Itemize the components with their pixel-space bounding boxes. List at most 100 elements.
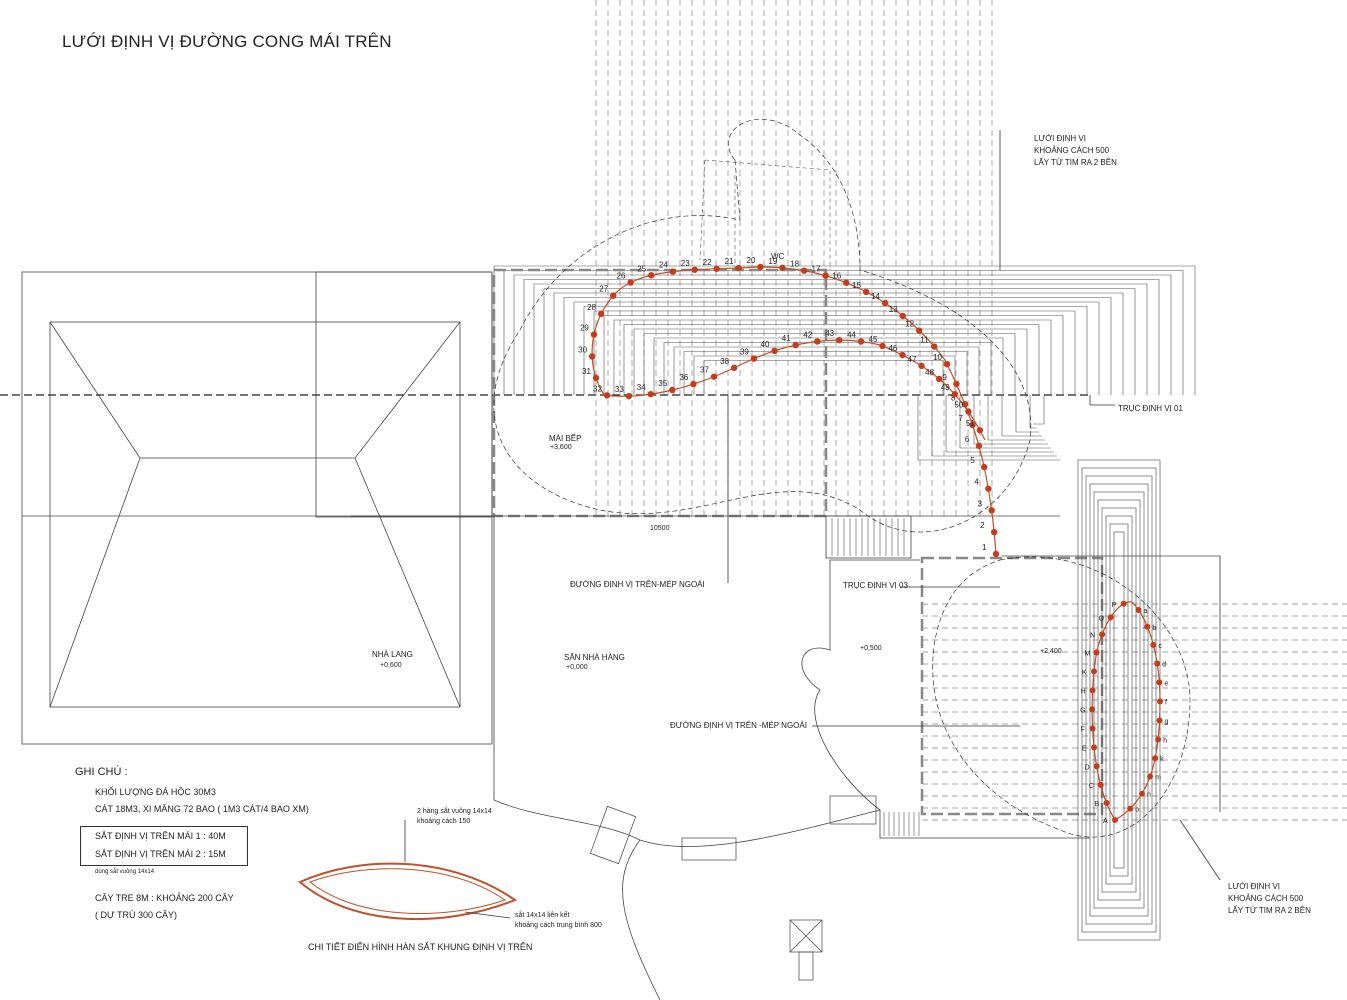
step-line bbox=[503, 270, 1184, 395]
point-24 bbox=[669, 268, 677, 275]
lpoint-C bbox=[1097, 781, 1104, 788]
point-47 bbox=[918, 362, 925, 370]
point-label-32: 32 bbox=[593, 384, 602, 393]
lpoint-M bbox=[1093, 649, 1100, 656]
step-line bbox=[633, 328, 1028, 395]
point-27 bbox=[610, 292, 617, 299]
point-22 bbox=[713, 265, 720, 272]
point-label-21: 21 bbox=[725, 257, 734, 266]
stepped-lines-upper bbox=[493, 265, 1196, 461]
point-label-6: 6 bbox=[965, 435, 970, 444]
upper-roof-curve bbox=[591, 266, 997, 555]
lpoint-g bbox=[1156, 717, 1163, 724]
weld-note-4: khoảng cách trung bình 800 bbox=[515, 922, 602, 929]
grid-note-top-3: LẤY TỪ TIM RA 2 BÊN bbox=[1034, 158, 1117, 167]
point-label-36: 36 bbox=[679, 373, 688, 382]
step-line bbox=[593, 310, 1076, 395]
nha-lang-level: +0,600 bbox=[380, 662, 402, 669]
point-29 bbox=[590, 331, 598, 338]
point-label-8: 8 bbox=[951, 393, 956, 402]
lpoint-label-h: h bbox=[1163, 737, 1167, 744]
lpoint-label-n: n bbox=[1147, 792, 1151, 799]
point-label-13: 13 bbox=[889, 305, 898, 314]
lpoint-N bbox=[1099, 631, 1106, 638]
point-label-19: 19 bbox=[768, 257, 777, 266]
step-line bbox=[1001, 395, 1042, 437]
ladder-step bbox=[1113, 531, 1125, 869]
notes-heading: GHI CHÚ : bbox=[75, 766, 128, 778]
point-37 bbox=[710, 373, 718, 380]
grid-note-top-1: LƯỚI ĐỊNH VỊ bbox=[1034, 134, 1086, 143]
lpoint-label-g: g bbox=[1165, 718, 1169, 725]
page-title: LƯỚI ĐỊNH VỊ ĐƯỜNG CONG MÁI TRÊN bbox=[62, 32, 392, 51]
lpoint-B bbox=[1103, 799, 1110, 806]
grid-note-bottom-3: LẤY TỪ TIM RA 2 BÊN bbox=[1228, 906, 1311, 915]
step-line bbox=[917, 395, 1060, 461]
step-line bbox=[613, 319, 1052, 395]
point-34 bbox=[647, 390, 654, 398]
lpoint-label-m: m bbox=[1155, 775, 1161, 782]
ladder-step bbox=[1085, 475, 1153, 925]
lpoint-G bbox=[1089, 706, 1096, 713]
point-36 bbox=[690, 380, 697, 388]
wc-label: WC bbox=[771, 252, 785, 261]
step-line bbox=[643, 333, 1016, 395]
lpoint-c bbox=[1150, 641, 1157, 648]
point-label-12: 12 bbox=[905, 320, 914, 329]
lpoint-label-b: b bbox=[1152, 625, 1156, 632]
point-41 bbox=[792, 341, 799, 349]
lpoint-label-H: H bbox=[1081, 688, 1086, 695]
dim-10500: 10500 bbox=[650, 525, 670, 532]
step-line bbox=[523, 279, 1160, 395]
point-label-48: 48 bbox=[925, 368, 934, 377]
point-label-24: 24 bbox=[659, 261, 668, 270]
point-15 bbox=[862, 288, 870, 296]
point-38 bbox=[730, 364, 738, 372]
point-label-38: 38 bbox=[720, 357, 729, 366]
step-line bbox=[563, 297, 1112, 395]
san-label: SÂN NHÀ HÀNG bbox=[564, 653, 625, 662]
point-42 bbox=[814, 338, 821, 345]
lower-roof-outline bbox=[920, 556, 1104, 816]
lpoint-k bbox=[1152, 755, 1159, 762]
step-line bbox=[945, 395, 1054, 453]
grid-note-bottom-1: LƯỚI ĐỊNH VỊ bbox=[1228, 882, 1280, 891]
point-1 bbox=[992, 550, 1000, 558]
lpoint-F bbox=[1089, 725, 1096, 732]
point-4 bbox=[985, 485, 992, 492]
cloud-outline-lower bbox=[932, 556, 1191, 838]
step-line bbox=[603, 315, 1064, 395]
point-18 bbox=[800, 267, 808, 274]
horizontal-grid-lower bbox=[922, 603, 1347, 821]
notes-line3: dùng sắt vuông 14x14 bbox=[95, 869, 155, 875]
point-label-7: 7 bbox=[958, 414, 963, 423]
point-label-46: 46 bbox=[888, 344, 897, 353]
point-12 bbox=[915, 327, 923, 334]
notes-box2: SẮT ĐỊNH VỊ TRÊN MÁI 2 : 15M bbox=[95, 849, 226, 859]
lower-roof-curve bbox=[1091, 601, 1161, 821]
lpoint-label-C: C bbox=[1089, 783, 1094, 790]
point-30 bbox=[588, 353, 596, 360]
point-28 bbox=[597, 310, 605, 318]
point-label-43: 43 bbox=[825, 329, 834, 338]
lpoint-label-a: a bbox=[1144, 608, 1148, 615]
lpoint-label-B: B bbox=[1095, 801, 1100, 808]
ladder-step bbox=[1093, 491, 1145, 909]
point-33 bbox=[625, 392, 633, 400]
point-40 bbox=[771, 347, 778, 355]
notes-line5: ( DỰ TRÙ 300 CÂY) bbox=[95, 910, 178, 920]
point-label-11: 11 bbox=[920, 336, 929, 345]
step-line bbox=[987, 395, 1045, 441]
step-line bbox=[653, 337, 1004, 395]
point-label-20: 20 bbox=[747, 256, 756, 265]
point-23 bbox=[691, 266, 698, 273]
ladder-step bbox=[1105, 515, 1133, 885]
point-label-26: 26 bbox=[617, 271, 626, 280]
step-line bbox=[533, 283, 1148, 395]
point-label-16: 16 bbox=[832, 272, 841, 281]
point-label-50: 50 bbox=[954, 401, 963, 410]
step-line bbox=[1015, 395, 1039, 433]
lpoint-H bbox=[1089, 687, 1096, 694]
nha-lang-label: NHÀ LANG bbox=[372, 650, 413, 659]
